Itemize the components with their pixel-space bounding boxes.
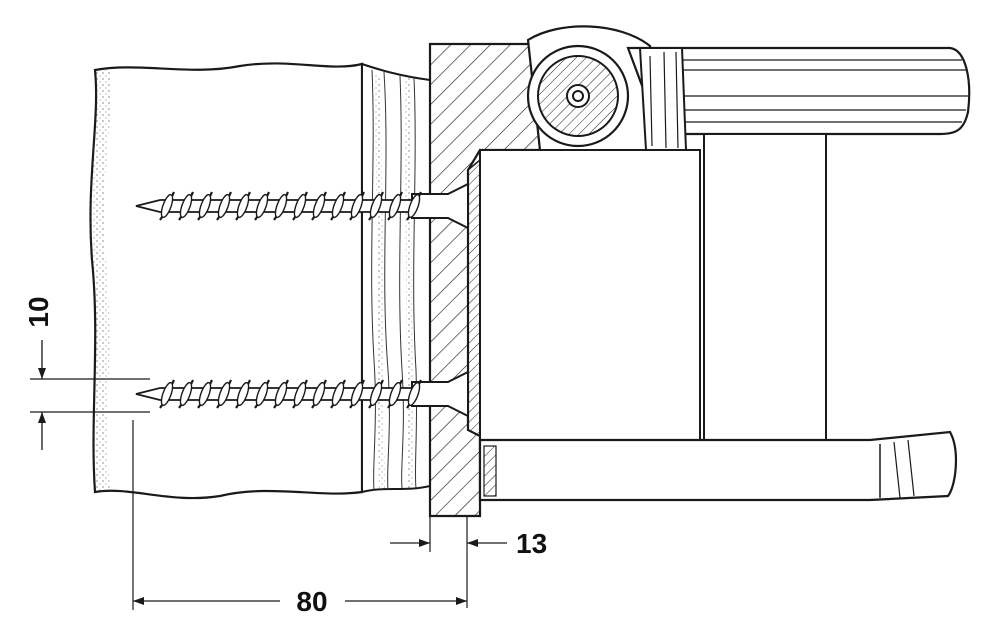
wood-grain-face (361, 62, 431, 494)
carrier-body (479, 133, 827, 445)
hinge-arm (626, 46, 971, 151)
offset-dimension-label: 10 (23, 296, 54, 327)
dimension-offset: 10 (23, 296, 150, 450)
hinge-knuckle (526, 25, 662, 167)
screws (135, 182, 469, 418)
wood-panel (89, 62, 364, 500)
screw-reach-label: 80 (296, 586, 327, 617)
dimension-plate-thickness: 13 (390, 516, 547, 608)
bottom-rail (478, 430, 958, 502)
wood-screw (135, 182, 469, 230)
plate-thickness-label: 13 (516, 528, 547, 559)
dimension-screw-reach: 80 (132, 420, 467, 617)
wood-screw (135, 370, 469, 418)
